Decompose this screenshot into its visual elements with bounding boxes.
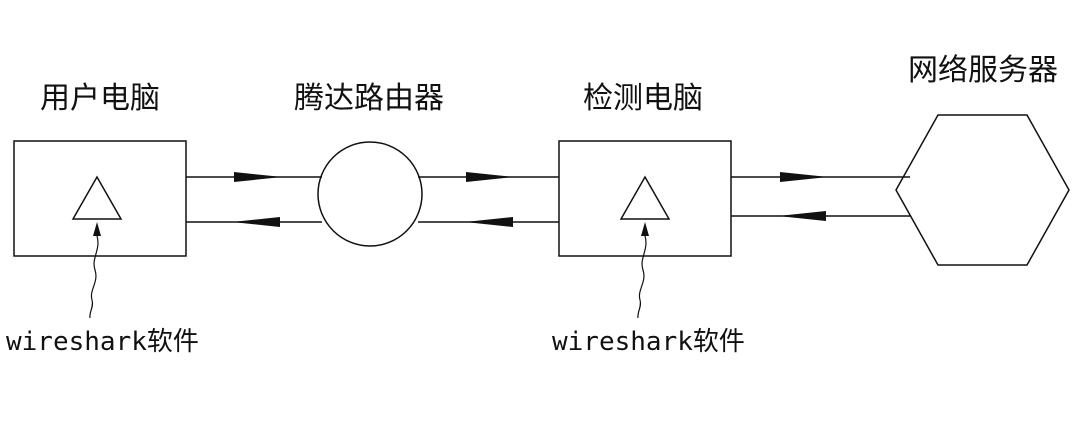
arrow-right-icon — [466, 172, 514, 182]
user-pc-node — [13, 140, 187, 257]
arrow-up-icon — [641, 222, 649, 236]
arrow-left-icon — [465, 217, 513, 227]
user-pc-triangle-icon — [71, 175, 123, 220]
user-pc-label: 用户电脑 — [40, 81, 160, 116]
server-node — [895, 114, 1070, 266]
user-pc-software-leader — [89, 222, 101, 319]
arrow-right-icon — [780, 172, 828, 182]
monitor-pc-software-leader — [637, 222, 649, 319]
server-label: 网络服务器 — [908, 53, 1058, 88]
router-node — [317, 141, 423, 247]
arrow-up-icon — [93, 222, 101, 236]
squiggle-leader — [637, 235, 647, 319]
squiggle-leader — [89, 235, 99, 319]
user-pc-box — [13, 140, 187, 257]
monitor-pc-software-note: wireshark软件 — [552, 327, 745, 357]
link-monitor-server — [731, 172, 910, 221]
arrow-right-icon — [234, 172, 282, 182]
link-user-router — [186, 172, 322, 227]
arrow-left-icon — [778, 211, 826, 221]
router-label: 腾达路由器 — [294, 81, 444, 116]
monitor-pc-node — [558, 140, 732, 257]
user-pc-software-note: wireshark软件 — [6, 327, 199, 357]
monitor-pc-label: 检测电脑 — [583, 81, 703, 116]
monitor-pc-triangle-icon — [619, 175, 671, 220]
arrow-left-icon — [232, 217, 280, 227]
monitor-pc-box — [558, 140, 732, 257]
link-router-monitor — [418, 172, 559, 227]
